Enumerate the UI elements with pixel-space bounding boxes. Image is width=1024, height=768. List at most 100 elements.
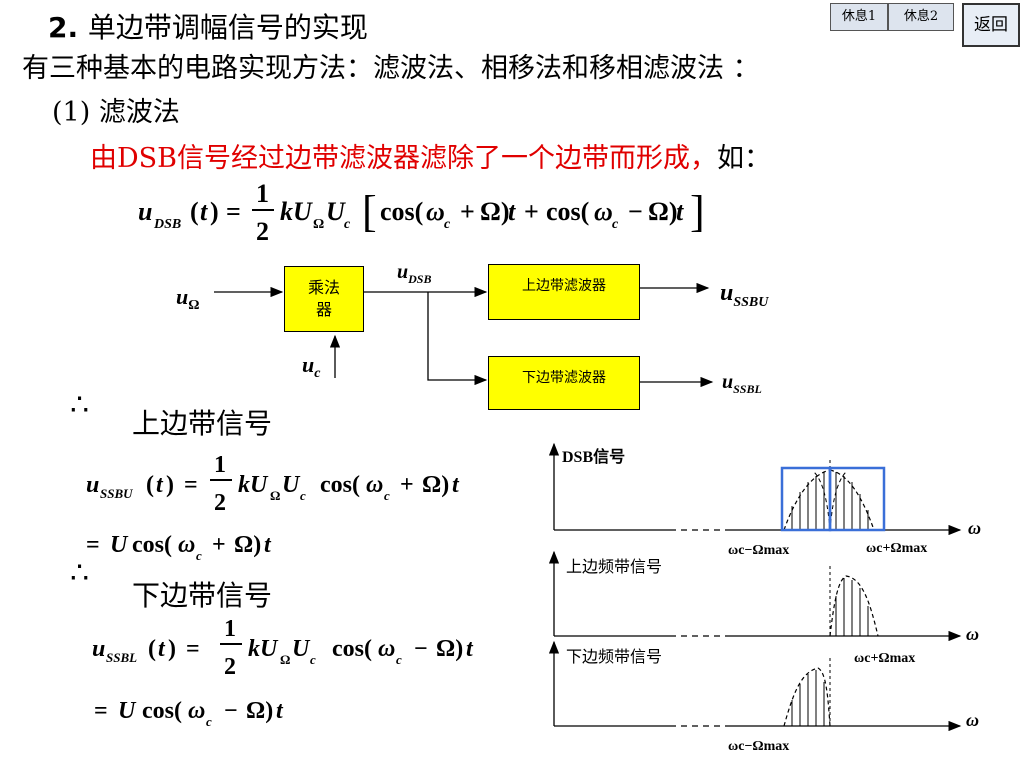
svg-text:−: −	[224, 698, 238, 724]
lower-wc-minus-label: ωc−Ωmax	[728, 739, 789, 754]
svg-text:−: −	[628, 197, 643, 226]
svg-text:U: U	[282, 472, 301, 498]
upper-wc-plus-label: ωc+Ωmax	[854, 651, 915, 666]
rest1-button[interactable]: 休息1	[830, 3, 888, 31]
heading-text: 单边带调幅信号的实现	[87, 11, 368, 44]
lower-spectrum-title: 下边频带信号	[566, 648, 662, 666]
description-black: 如：	[716, 143, 771, 174]
svg-text:2: 2	[214, 490, 226, 516]
svg-text:=: =	[86, 532, 100, 558]
svg-text:ω: ω	[426, 197, 445, 226]
input-omega-label: uΩ	[176, 284, 199, 313]
spectrum-diagrams: DSB信号 ω ωc−Ωmax ωc+Ωmax 上边频带信号 ω	[548, 442, 981, 754]
svg-text:c: c	[310, 652, 316, 667]
svg-text:U: U	[110, 532, 129, 558]
svg-text:ω: ω	[188, 698, 205, 724]
svg-text:Ω): Ω)	[234, 532, 261, 558]
dsb-spectrum-panel: DSB信号 ω ωc−Ωmax ωc+Ωmax	[548, 442, 981, 558]
svg-text:Ω): Ω)	[436, 636, 463, 662]
upper-spectrum-title: 上边频带信号	[566, 558, 662, 576]
svg-text:ω: ω	[378, 636, 395, 662]
page-title: 2. 单边带调幅信号的实现	[48, 6, 368, 46]
lower-sideband-title: 下边带信号	[132, 579, 273, 612]
svg-text:(: (	[148, 636, 156, 662]
multiplier-block: 乘法器	[284, 266, 364, 332]
svg-text:cos(: cos(	[380, 197, 423, 226]
svg-text:Ω): Ω)	[422, 472, 449, 498]
svg-text:): )	[168, 636, 176, 662]
svg-text:t: t	[200, 197, 208, 226]
output-lower-label: uSSBL	[722, 371, 762, 396]
svg-text:=: =	[226, 197, 241, 226]
heading-number: 2.	[48, 11, 79, 44]
svg-text:SSBU: SSBU	[100, 486, 133, 501]
ssbl-formula: u SSBL (t) = 1 2 kU Ω U c cos( ω c − Ω) …	[92, 616, 474, 729]
rest2-button[interactable]: 休息2	[888, 3, 954, 31]
svg-text:−: −	[414, 636, 428, 662]
svg-text:c: c	[612, 217, 619, 232]
svg-text:U: U	[292, 636, 311, 662]
intro-text: 有三种基本的电路实现方法：滤波法、相移法和移相滤波法 ：	[22, 53, 760, 84]
svg-text:c: c	[396, 652, 402, 667]
svg-text:ω: ω	[366, 472, 383, 498]
svg-text:+: +	[460, 197, 475, 226]
svg-text:Ω: Ω	[313, 217, 324, 232]
svg-text:Ω: Ω	[270, 488, 280, 503]
svg-text:1: 1	[214, 452, 226, 478]
svg-text:+: +	[400, 472, 414, 498]
svg-text:): )	[210, 197, 219, 226]
svg-text:t: t	[158, 636, 166, 662]
svg-text:cos(: cos(	[132, 532, 172, 558]
description: 由DSB信号经过边带滤波器滤除了一个边带而形成，如：	[90, 136, 771, 175]
svg-text:cos(: cos(	[332, 636, 372, 662]
upper-spectrum-panel: 上边频带信号 ω ωc+Ωmax	[548, 550, 979, 666]
upper-filter-label: 上边带滤波器	[522, 278, 606, 294]
svg-text:cos(: cos(	[546, 197, 589, 226]
therefore-symbol-2: ∴	[70, 556, 90, 591]
svg-text:Ω): Ω)	[480, 197, 509, 226]
svg-text:[: [	[362, 187, 377, 236]
dsb-label: uDSB	[397, 261, 431, 286]
svg-text:t: t	[508, 197, 516, 226]
upper-omega-label: ω	[966, 624, 979, 644]
svg-text:kU: kU	[280, 197, 313, 226]
svg-text:ω: ω	[178, 532, 195, 558]
svg-text:+: +	[524, 197, 539, 226]
svg-text:Ω): Ω)	[246, 698, 273, 724]
svg-text:(: (	[146, 472, 154, 498]
svg-text:t: t	[276, 698, 284, 724]
svg-text:+: +	[212, 532, 226, 558]
dsb-spectrum-title: DSB信号	[562, 447, 625, 466]
svg-text:=: =	[94, 698, 108, 724]
subsection-title: (1) 滤波法	[52, 97, 180, 128]
svg-text:SSBL: SSBL	[106, 650, 137, 665]
svg-text:Ω): Ω)	[648, 197, 677, 226]
svg-text:t: t	[466, 636, 474, 662]
multiplier-label: 乘法器	[307, 278, 340, 319]
svg-text:kU: kU	[238, 472, 269, 498]
svg-text:(: (	[190, 197, 199, 226]
svg-text:t: t	[156, 472, 164, 498]
svg-text:]: ]	[690, 187, 705, 236]
description-red: 由DSB信号经过边带滤波器滤除了一个边带而形成，	[90, 143, 717, 174]
svg-text:2: 2	[256, 217, 269, 246]
svg-text:c: c	[206, 714, 212, 729]
svg-text:Ω: Ω	[280, 652, 290, 667]
return-button[interactable]: 返回	[962, 3, 1020, 47]
upper-sideband-title: 上边带信号	[132, 407, 273, 440]
therefore-symbol-1: ∴	[70, 388, 90, 423]
lower-omega-label: ω	[966, 710, 979, 730]
svg-text:c: c	[444, 217, 451, 232]
svg-text:kU: kU	[248, 636, 279, 662]
svg-text:1: 1	[224, 616, 236, 642]
svg-text:c: c	[344, 217, 351, 232]
svg-text:t: t	[264, 532, 272, 558]
upper-sideband-filter: 上边带滤波器	[488, 264, 640, 320]
svg-text:c: c	[196, 548, 202, 563]
svg-text:1: 1	[256, 179, 269, 208]
svg-text:cos(: cos(	[320, 472, 360, 498]
svg-text:u: u	[138, 197, 152, 226]
dsb-formula: u DSB (t) = 1 2 kU Ω U c [ cos( ω c + Ω)…	[138, 179, 705, 246]
svg-text:c: c	[384, 488, 390, 503]
svg-text:t: t	[452, 472, 460, 498]
